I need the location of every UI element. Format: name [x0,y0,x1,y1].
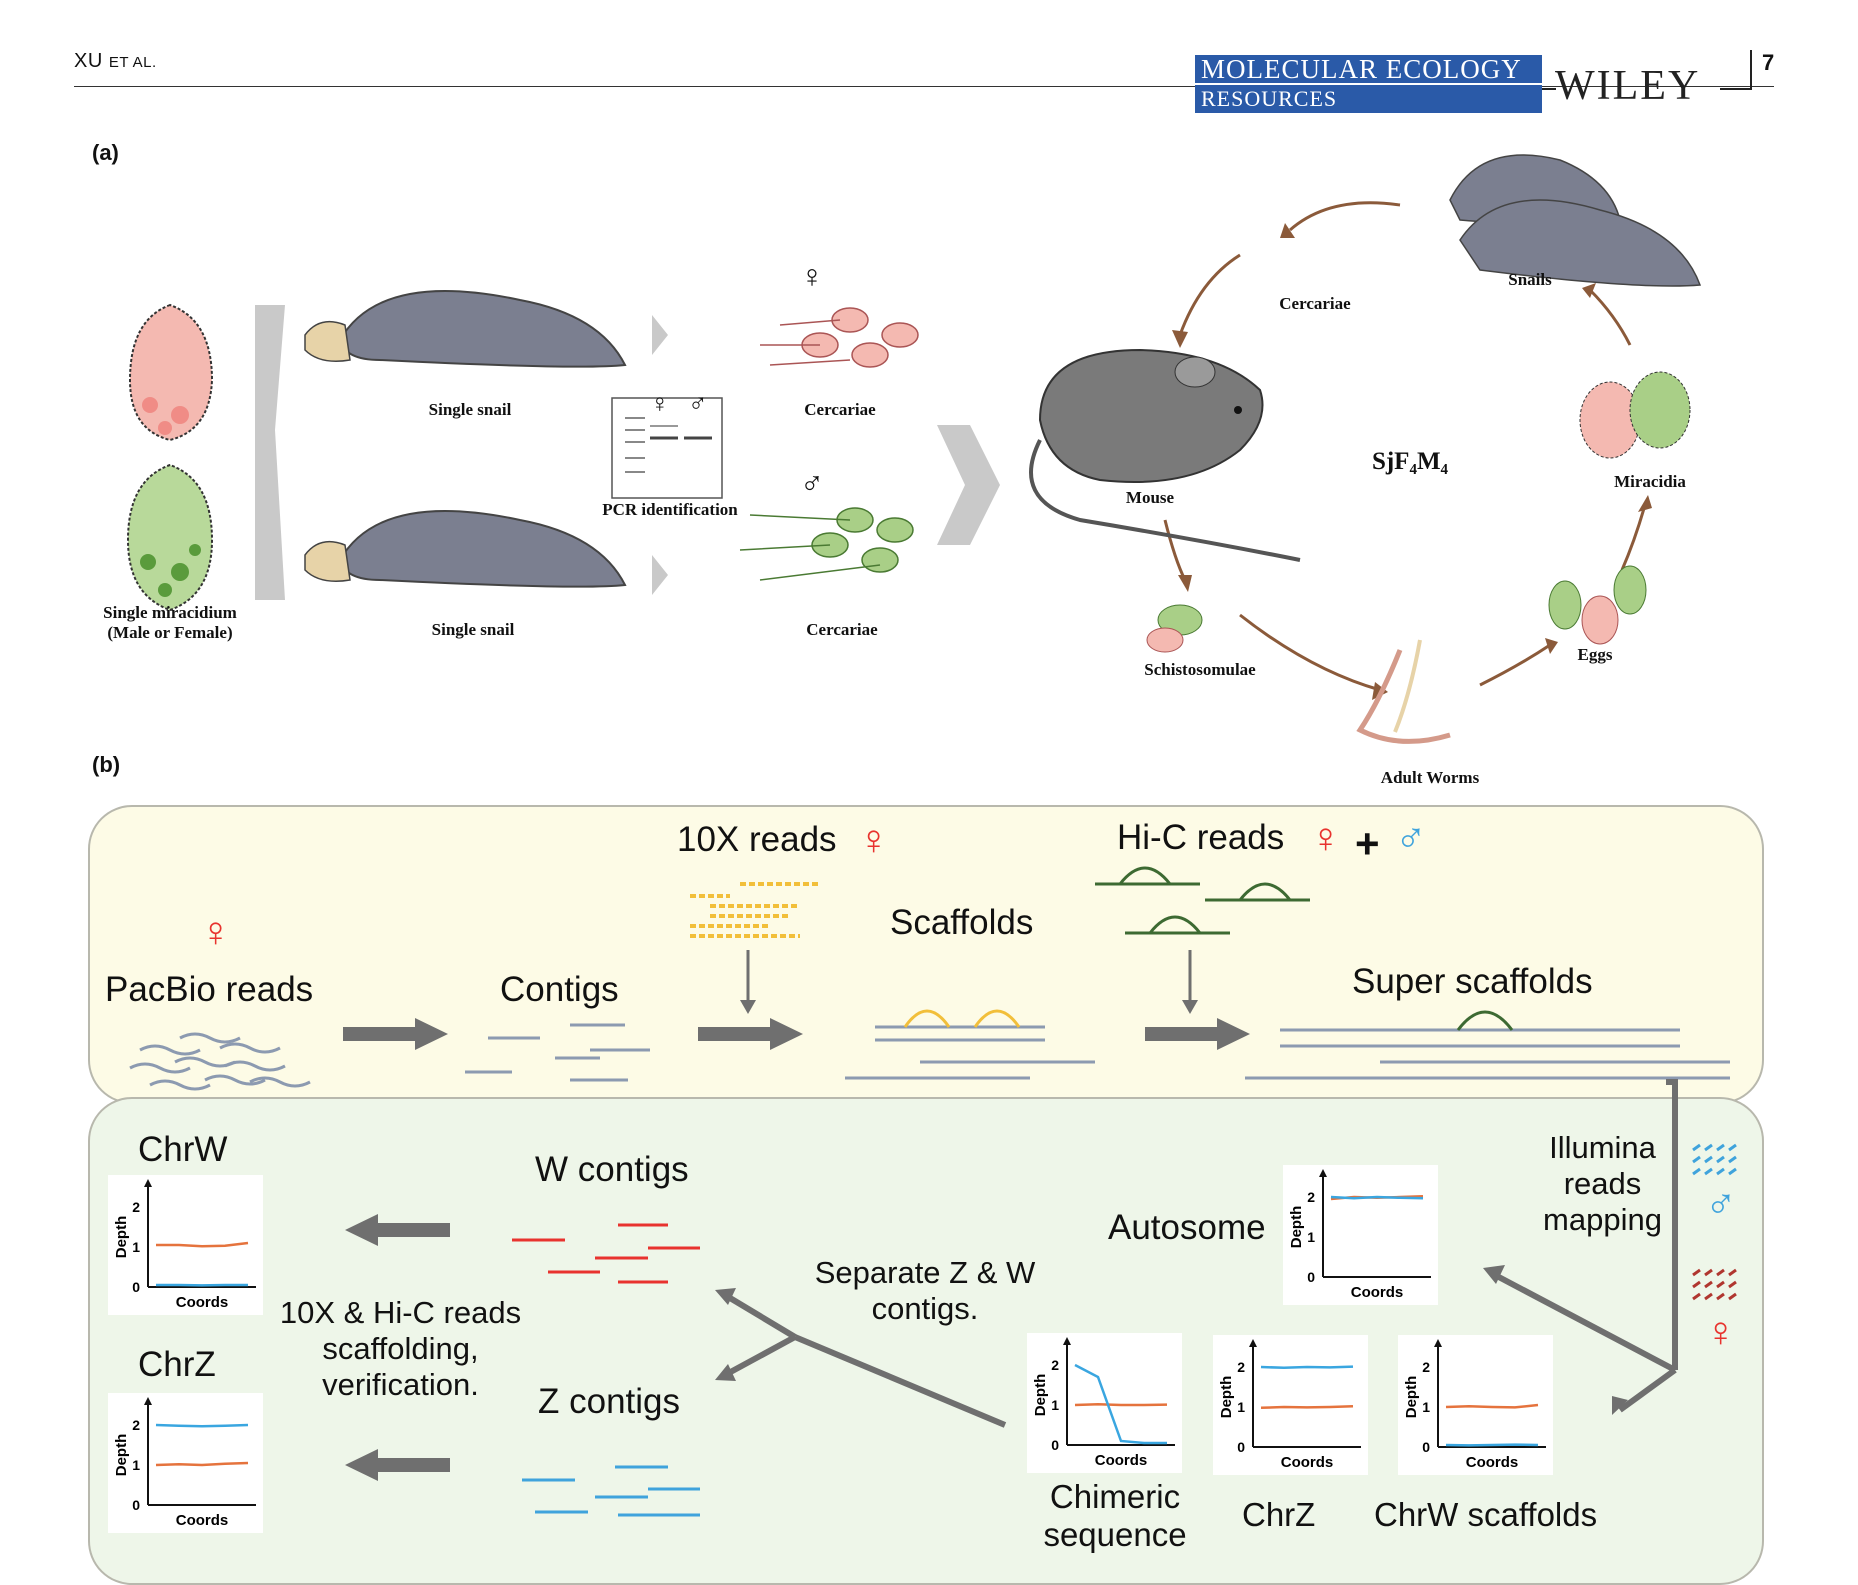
y-axis-arrow [144,1179,152,1187]
chrw-scaffolds-label: ChrW scaffolds [1374,1496,1597,1534]
contigs-icon [465,1025,650,1080]
hic-label: Hi-C reads [1117,818,1284,858]
y-axis-label: Depth [1288,1206,1305,1249]
y-tick-label: 0 [132,1279,140,1295]
y-axis-arrow [1063,1337,1071,1345]
y-tick-label: 0 [132,1497,140,1513]
series-line-1 [1446,1445,1538,1446]
chrw-result-label: ChrW [138,1130,227,1170]
z-contigs-label: Z contigs [538,1382,680,1422]
x-axis-label: Coords [176,1294,229,1311]
y-tick-label: 2 [1051,1357,1059,1373]
y-tick-label: 1 [1422,1399,1430,1415]
illumina-female-symbol: ♀ [1705,1308,1737,1356]
super-scaffolds-icon [1245,1030,1730,1078]
series-line-1 [1261,1367,1353,1368]
chrz-middle-label: ChrZ [1242,1496,1315,1534]
x-axis-label: Coords [1351,1284,1404,1301]
y-tick-label: 2 [132,1199,140,1215]
hic-male-symbol: ♂ [1395,814,1427,862]
scaffold-links [905,1011,1019,1027]
z-contigs-icon [522,1467,700,1515]
y-tick-label: 1 [132,1457,140,1473]
y-tick-label: 0 [1422,1439,1430,1455]
tenx-reads-icon [690,884,820,936]
contigs-label: Contigs [500,970,619,1010]
x-axis-label: Coords [1281,1454,1334,1471]
y-tick-label: 1 [1237,1399,1245,1415]
pacbio-female-symbol: ♀ [200,908,232,956]
pacbio-label: PacBio reads [105,970,313,1010]
y-axis-label: Depth [1032,1374,1049,1417]
hic-female-symbol: ♀ [1310,814,1342,862]
series-line-0 [1446,1405,1538,1407]
female-illumina-reads-icon [1693,1270,1736,1299]
x-axis-label: Coords [1095,1452,1148,1469]
down-arrows [748,950,1190,1003]
series-line-0 [156,1243,248,1246]
y-axis-label: Depth [1403,1376,1420,1419]
y-axis-label: Depth [1218,1376,1235,1419]
y-tick-label: 0 [1307,1269,1315,1285]
hic-reads-icon [1095,868,1310,933]
chrz-result-label: ChrZ [138,1345,216,1385]
illumina-male-symbol: ♂ [1705,1180,1737,1228]
y-axis-arrow [1319,1169,1327,1177]
x-axis-label: Coords [176,1512,229,1529]
male-illumina-reads-icon [1693,1145,1736,1174]
y-tick-label: 2 [132,1417,140,1433]
y-tick-label: 2 [1422,1359,1430,1375]
super-scaffolds-label: Super scaffolds [1352,962,1593,1002]
series-line-0 [1261,1406,1353,1408]
y-tick-label: 0 [1237,1439,1245,1455]
hic-plus: + [1355,820,1380,868]
pipeline-arrows [343,1018,1250,1050]
y-axis-label: Depth [113,1216,130,1259]
y-tick-label: 2 [1307,1189,1315,1205]
y-tick-label: 1 [1307,1229,1315,1245]
y-axis-arrow [1434,1339,1442,1347]
w-contigs-label: W contigs [535,1150,689,1190]
w-contigs-icon [512,1225,700,1282]
y-axis-arrow [1249,1339,1257,1347]
tenx-female-symbol: ♀ [858,816,890,864]
series-line-0 [156,1463,248,1465]
scaffolds-label: Scaffolds [890,903,1033,943]
series-line-1 [1331,1197,1423,1198]
y-axis-arrow [144,1397,152,1405]
series-line-0 [1075,1404,1167,1405]
y-axis-label: Depth [113,1434,130,1477]
y-tick-label: 1 [132,1239,140,1255]
series-line-1 [156,1425,248,1426]
tenx-label: 10X reads [677,820,837,860]
y-tick-label: 1 [1051,1397,1059,1413]
scaffolds-icon [845,1027,1095,1078]
autosome-label: Autosome [1108,1208,1266,1248]
pacbio-reads-icon [130,1034,310,1089]
x-axis-label: Coords [1466,1454,1519,1471]
super-scaffold-link [1458,1012,1512,1030]
y-tick-label: 2 [1237,1359,1245,1375]
y-tick-label: 0 [1051,1437,1059,1453]
